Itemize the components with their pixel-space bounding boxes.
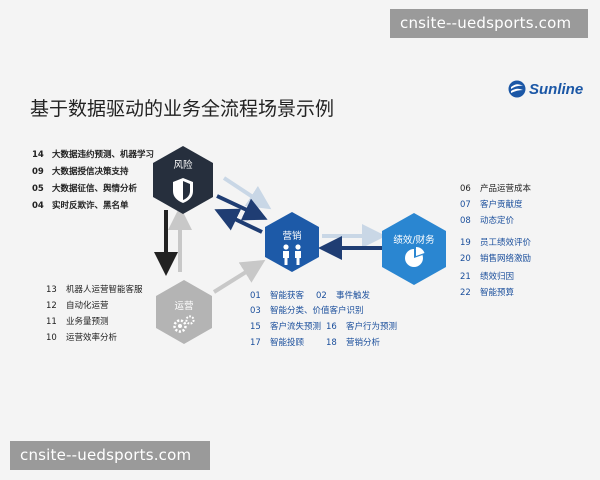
logo-text: Sunline [529, 80, 584, 98]
slide-title: 基于数据驱动的业务全流程场景示例 [30, 98, 335, 120]
pie-chart-icon [405, 247, 425, 267]
people-icon [283, 244, 301, 265]
arrow-marketing-to-risk [214, 208, 263, 234]
watermark-bottom: cnsite--uedsports.com [10, 441, 210, 470]
arrow-risk-to-marketing-dark [216, 194, 268, 221]
marketing-node-label: 营销 [282, 231, 302, 242]
swirl-logo-icon [508, 80, 526, 98]
risk-node-label: 风险 [173, 160, 193, 171]
shield-icon [173, 178, 193, 203]
sunline-logo: Sunline [508, 80, 583, 98]
watermark-top: cnsite--uedsports.com [390, 9, 588, 38]
operations-node [156, 280, 212, 344]
gears-icon [173, 315, 195, 333]
marketing-node [265, 212, 319, 272]
arrow-ops-to-marketing [212, 259, 266, 294]
operations-node-label: 运营 [174, 301, 194, 312]
performance-node-label: 绩效/财务 [393, 235, 435, 246]
